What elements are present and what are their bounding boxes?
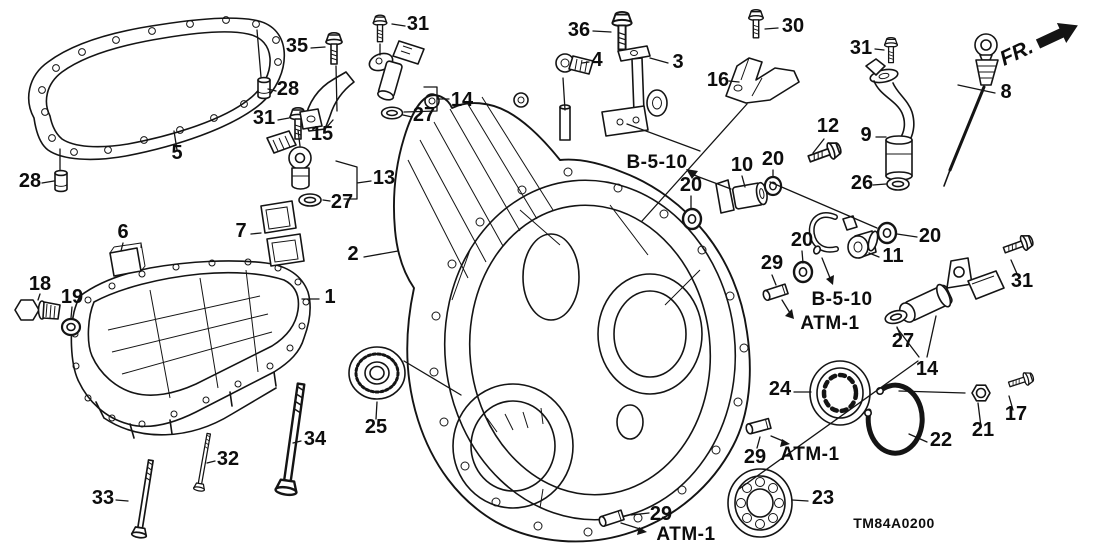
callout-31-4: 31	[1011, 270, 1033, 292]
callout-27-3: 27	[892, 330, 914, 352]
callout-17: 17	[1005, 403, 1027, 425]
callout-1: 1	[324, 286, 335, 308]
oring-27-a	[380, 106, 404, 120]
callout-31-3: 31	[850, 37, 872, 59]
ref-label-b510-mid: B-5-10	[811, 289, 872, 310]
callout-30: 30	[782, 15, 804, 37]
callout-31-2: 31	[407, 13, 429, 35]
callout-20-4: 20	[919, 225, 941, 247]
fr-direction-arrow	[1035, 23, 1078, 49]
reference-arrows	[620, 169, 834, 535]
ref-label-atm1-lower: ATM-1	[780, 444, 839, 465]
washer-20-3	[792, 260, 814, 284]
plug-18-drawing	[14, 299, 61, 321]
oil-seal-25-drawing	[348, 346, 406, 400]
stay-16-drawing	[725, 57, 800, 104]
callout-6: 6	[117, 221, 128, 243]
bracket-3-drawing	[601, 45, 668, 137]
speed-sensor-14-right-drawing	[898, 257, 1005, 323]
callout-29-3: 29	[650, 503, 672, 525]
callout-33: 33	[92, 487, 114, 509]
callout-22: 22	[930, 429, 952, 451]
ref-label-atm1-mid: ATM-1	[800, 313, 859, 334]
callout-25: 25	[365, 416, 387, 438]
callout-27-1: 27	[413, 104, 435, 126]
ref-label-b510-top: B-5-10	[626, 152, 687, 173]
stay-15-drawing	[299, 71, 355, 132]
callout-34: 34	[304, 428, 327, 450]
bearing-ring-24-drawing	[809, 360, 871, 426]
callout-11: 11	[882, 245, 903, 267]
drain-plug-28-top	[257, 76, 271, 100]
callout-14-2: 14	[916, 358, 939, 380]
callout-31-1: 31	[253, 107, 275, 129]
washer-19-drawing	[60, 317, 82, 337]
callout-26: 26	[851, 172, 873, 194]
callout-21: 21	[972, 419, 994, 441]
callout-15: 15	[311, 123, 333, 145]
magnet-6-drawing	[109, 242, 146, 277]
ball-bearing-23-drawing	[727, 468, 793, 538]
nut-21-drawing	[971, 384, 991, 402]
callout-24: 24	[769, 378, 792, 400]
callout-19: 19	[61, 286, 83, 308]
callout-29-1: 29	[761, 252, 783, 274]
callout-28-2: 28	[277, 78, 299, 100]
dipstick-8-drawing	[943, 33, 999, 187]
callout-20-2: 20	[680, 174, 702, 196]
callout-27-2: 27	[331, 191, 353, 213]
callout-2: 2	[347, 243, 358, 265]
callout-23: 23	[812, 487, 834, 509]
callout-9: 9	[860, 124, 871, 146]
callout-20-1: 20	[762, 148, 784, 170]
callout-12: 12	[817, 115, 839, 137]
callout-29-2: 29	[744, 446, 766, 468]
callout-10: 10	[731, 154, 753, 176]
pickup-sensor-14-left-drawing	[368, 40, 425, 101]
washer-20-4	[876, 221, 898, 245]
ref-label-atm1-bottom: ATM-1	[656, 524, 715, 545]
strainer-7-drawing	[260, 200, 305, 267]
callout-35: 35	[286, 35, 308, 57]
callout-14-1: 14	[451, 89, 474, 111]
sensor-13-drawing	[266, 130, 312, 190]
callout-20-3: 20	[791, 229, 813, 251]
oil-pan-gasket-drawing	[27, 16, 286, 161]
pipe-11-drawing	[808, 212, 879, 259]
callout-28-1: 28	[19, 170, 41, 192]
callout-16: 16	[707, 69, 729, 91]
callout-18: 18	[29, 273, 51, 295]
callout-5: 5	[171, 142, 182, 164]
callout-3: 3	[672, 51, 683, 73]
callout-36: 36	[568, 19, 590, 41]
diagram-code: TM84A0200	[853, 515, 935, 531]
leader-lines	[37, 23, 1019, 516]
oring-27-b	[298, 193, 322, 207]
oil-pan-drawing	[70, 258, 311, 439]
callout-7: 7	[235, 220, 246, 242]
gasket-26-drawing	[886, 177, 910, 191]
joint-4-drawing	[555, 53, 594, 75]
callout-8: 8	[1000, 81, 1011, 103]
callout-32: 32	[217, 448, 239, 470]
callout-4: 4	[591, 49, 603, 71]
pipe-9-drawing	[865, 58, 915, 181]
washer-20-1	[681, 207, 703, 231]
drain-plug-28-left	[54, 169, 68, 193]
callout-13: 13	[373, 167, 395, 189]
